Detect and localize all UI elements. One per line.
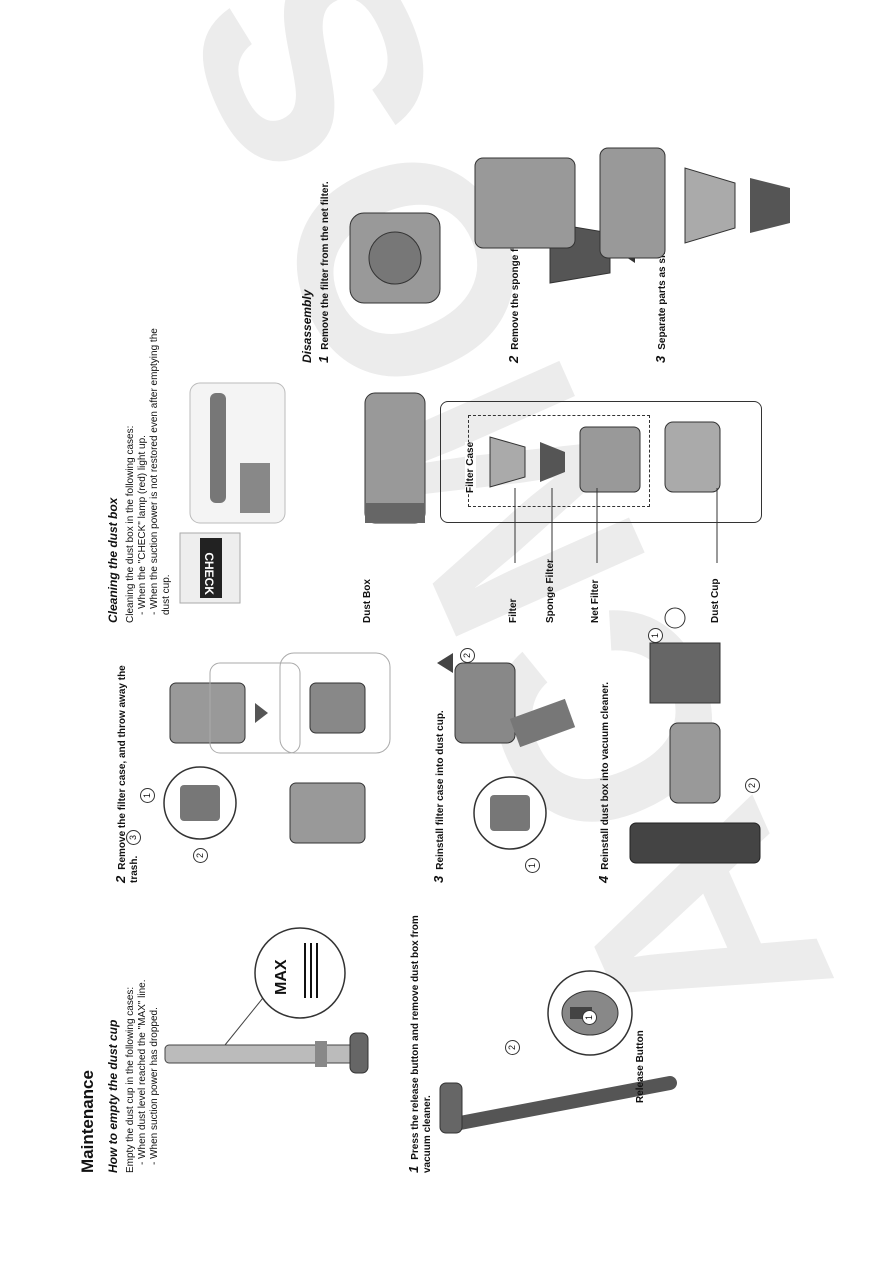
separated-parts-illustration — [474, 147, 790, 259]
step-text: Remove the filter from the net filter. — [320, 181, 331, 350]
callout-2: 2 — [505, 1040, 520, 1055]
step-number: 3 — [431, 875, 446, 883]
reinstall-filter-illustration — [437, 653, 576, 850]
step-number: 4 — [596, 875, 611, 883]
step-number: 1 — [406, 1165, 421, 1173]
cleaning-intro: Cleaning the dust box in the following c… — [125, 425, 136, 623]
cleaning-bullet: - When the "CHECK" lamp (red) light up. — [137, 435, 148, 615]
empty-heading: How to empty the dust cup — [106, 1019, 120, 1173]
step-1: 1Press the release button and remove dus… — [406, 903, 434, 1173]
cleaning-text: Cleaning the dust box in the following c… — [125, 323, 173, 623]
callout-2: 2 — [745, 778, 760, 793]
step-text: Press the release button and remove dust… — [410, 915, 433, 1173]
step-text: Reinstall dust box into vacuum cleaner. — [600, 681, 611, 870]
part-label-dust-cup: Dust Cup — [710, 578, 721, 623]
step-text: Reinstall filter case into dust cup. — [435, 710, 446, 870]
callout-1: 1 — [648, 628, 663, 643]
empty-intro: Empty the dust cup in the following case… — [125, 986, 136, 1173]
release-button-label: Release Button — [635, 1030, 646, 1103]
reinstall-dustbox-illustration — [629, 607, 761, 864]
step-number: 2 — [113, 875, 128, 883]
step-number: 1 — [316, 355, 331, 363]
dust-box-illustration — [364, 392, 426, 524]
check-lamp-illustration — [179, 382, 286, 604]
remove-filter-net-illustration — [349, 212, 441, 304]
max-label: MAX — [273, 959, 290, 995]
step-number: 3 — [653, 355, 668, 363]
step-3: 3 Reinstall filter case into dust cup. — [431, 643, 447, 883]
callout-1: 1 — [525, 858, 540, 873]
callout-3: 3 — [126, 830, 141, 845]
part-label-sponge-filter: Sponge Filter — [545, 559, 556, 623]
exploded-parts-illustration — [489, 421, 721, 493]
callout-1: 1 — [140, 788, 155, 803]
part-label-filter: Filter — [508, 598, 519, 623]
vacuum-max-illustration — [164, 927, 369, 1074]
step-4: 4 Reinstall dust box into vacuum cleaner. — [596, 623, 612, 883]
empty-bullet: - When suction power has dropped. — [149, 1007, 160, 1165]
page-title: Maintenance — [78, 1070, 97, 1173]
empty-bullet: - When dust level reached the "MAX" line… — [137, 979, 148, 1165]
disassembly-step-1: 1 Remove the filter from the net filter. — [316, 23, 332, 363]
dust-box-label: Dust Box — [362, 579, 373, 623]
part-label-net-filter: Net Filter — [590, 579, 601, 623]
part-leader-lines — [514, 488, 718, 563]
cleaning-bullet: - When the suction power is not restored… — [149, 328, 172, 615]
remove-filter-illustration — [163, 652, 391, 844]
step-2: 2Remove the filter case, and throw away … — [113, 643, 141, 883]
release-button-illustration — [439, 970, 677, 1134]
callout-2: 2 — [460, 648, 475, 663]
cleaning-heading: Cleaning the dust box — [106, 497, 120, 623]
step-text: Remove the filter case, and throw away t… — [117, 665, 140, 883]
callout-2: 2 — [193, 848, 208, 863]
disassembly-heading: Disassembly — [300, 289, 314, 363]
step-number: 2 — [506, 355, 521, 363]
check-lamp-label: CHECK — [202, 552, 216, 595]
callout-1: 1 — [582, 1010, 597, 1025]
empty-text: Empty the dust cup in the following case… — [125, 913, 161, 1173]
